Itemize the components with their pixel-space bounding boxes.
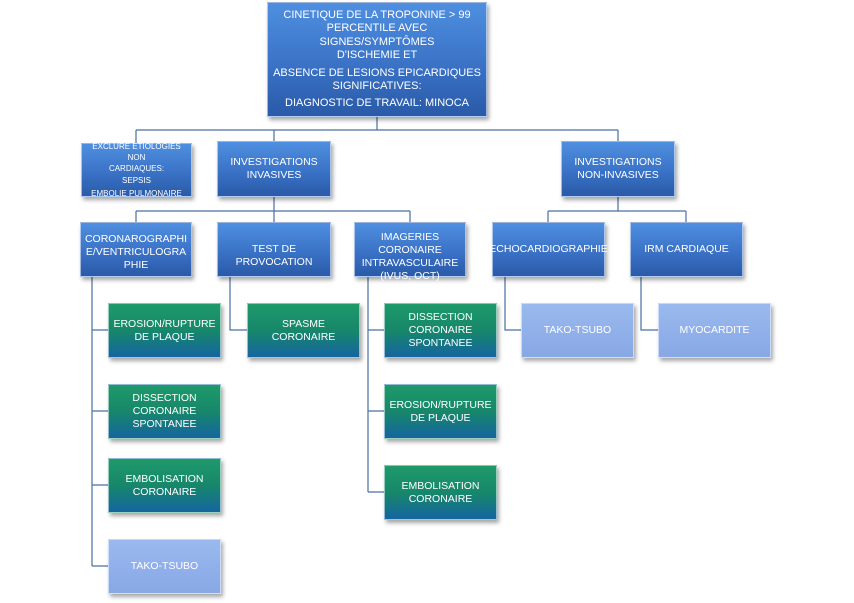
- invasive-label: INVESTIGATIONS INVASIVES: [230, 156, 318, 181]
- connector-echo-child: [504, 277, 521, 331]
- imageries-child-label: DISSECTION CORONAIRE SPONTANEE: [408, 311, 473, 349]
- echo-label: ECHOCARDIOGRAPHIE: [489, 243, 608, 255]
- irm-child-label: MYOCARDITE: [679, 324, 750, 336]
- provocation-child-label: SPASME CORONAIRE: [271, 317, 336, 343]
- exclude-line-2: CARDIAQUES:: [108, 163, 165, 173]
- imageries-child-label: EMBOLISATION CORONAIRE: [401, 479, 480, 505]
- echo-child-takotsubo: TAKO-TSUBO: [521, 303, 634, 358]
- noninvasive-node: INVESTIGATIONS NON-INVASIVES: [561, 141, 675, 197]
- noninvasive-label: INVESTIGATIONS NON-INVASIVES: [574, 156, 662, 181]
- imageries-child-dissection: DISSECTION CORONAIRE SPONTANEE: [384, 303, 497, 358]
- coronaro-child-erosion: EROSION/RUPTURE DE PLAQUE: [108, 303, 221, 358]
- imageries-child-erosion: EROSION/RUPTURE DE PLAQUE: [384, 384, 497, 439]
- exclude-line-4: EMBOLIE PULMONAIRE: [91, 188, 182, 198]
- connector-invasive-bus: [135, 197, 411, 222]
- echo-node: ECHOCARDIOGRAPHIE: [489, 222, 608, 277]
- exclude-line-1: EXCLURE ETIOLOGIES NON: [92, 141, 181, 162]
- connector-coronaro-children: [91, 277, 108, 567]
- root-line-3: D'ISCHEMIE ET: [336, 49, 418, 62]
- root-line-2: PERCENTILE AVEC SIGNES/SYMPTÔMES: [319, 22, 435, 48]
- provocation-node: TEST DE PROVOCATION: [217, 222, 331, 277]
- provocation-child-spasme: SPASME CORONAIRE: [247, 303, 360, 358]
- coronaro-child-takotsubo: TAKO-TSUBO: [108, 539, 221, 594]
- connector-imageries-children: [367, 277, 384, 493]
- coronaro-child-label: EROSION/RUPTURE DE PLAQUE: [113, 317, 216, 343]
- root-node: CINETIQUE DE LA TROPONINE > 99 PERCENTIL…: [267, 2, 487, 117]
- root-line-1: CINETIQUE DE LA TROPONINE > 99: [283, 8, 471, 21]
- imageries-node: IMAGERIES CORONAIRE INTRAVASCULAIRE (IVU…: [354, 222, 466, 282]
- coronaro-child-label: DISSECTION CORONAIRE SPONTANEE: [132, 392, 197, 430]
- invasive-node: INVESTIGATIONS INVASIVES: [217, 141, 331, 197]
- root-line-6: DIAGNOSTIC DE TRAVAIL: MINOCA: [285, 96, 469, 109]
- imageries-label: IMAGERIES CORONAIRE INTRAVASCULAIRE (IVU…: [361, 231, 459, 282]
- connector-root-bus: [135, 117, 619, 143]
- connector-noninvasive-bus: [547, 197, 687, 222]
- coronaro-child-embolisation: EMBOLISATION CORONAIRE: [108, 458, 221, 513]
- coronaro-child-label: EMBOLISATION CORONAIRE: [125, 472, 204, 498]
- connector-irm-child: [640, 277, 658, 331]
- coronaro-node: CORONAROGRAPHIE/VENTRICULOGRAPHIE: [80, 222, 192, 277]
- coronaro-label: CORONAROGRAPHIE/VENTRICULOGRAPHIE: [84, 233, 188, 271]
- imageries-child-label: EROSION/RUPTURE DE PLAQUE: [389, 398, 492, 424]
- coronaro-child-label: TAKO-TSUBO: [130, 560, 199, 572]
- echo-child-label: TAKO-TSUBO: [543, 324, 612, 336]
- imageries-child-embolisation: EMBOLISATION CORONAIRE: [384, 465, 497, 520]
- exclude-node: EXCLURE ETIOLOGIES NON CARDIAQUES: SEPSI…: [81, 141, 192, 198]
- irm-node: IRM CARDIAQUE: [630, 222, 743, 277]
- irm-label: IRM CARDIAQUE: [644, 243, 729, 255]
- root-line-5: SIGNIFICATIVES:: [332, 80, 422, 93]
- coronaro-child-dissection: DISSECTION CORONAIRE SPONTANEE: [108, 384, 221, 439]
- connector-provocation-child: [229, 277, 247, 331]
- exclude-line-3: SEPSIS: [122, 175, 151, 185]
- root-line-4: ABSENCE DE LESIONS EPICARDIQUES: [273, 66, 481, 79]
- provocation-label: TEST DE PROVOCATION: [235, 243, 313, 268]
- irm-child-myocardite: MYOCARDITE: [658, 303, 771, 358]
